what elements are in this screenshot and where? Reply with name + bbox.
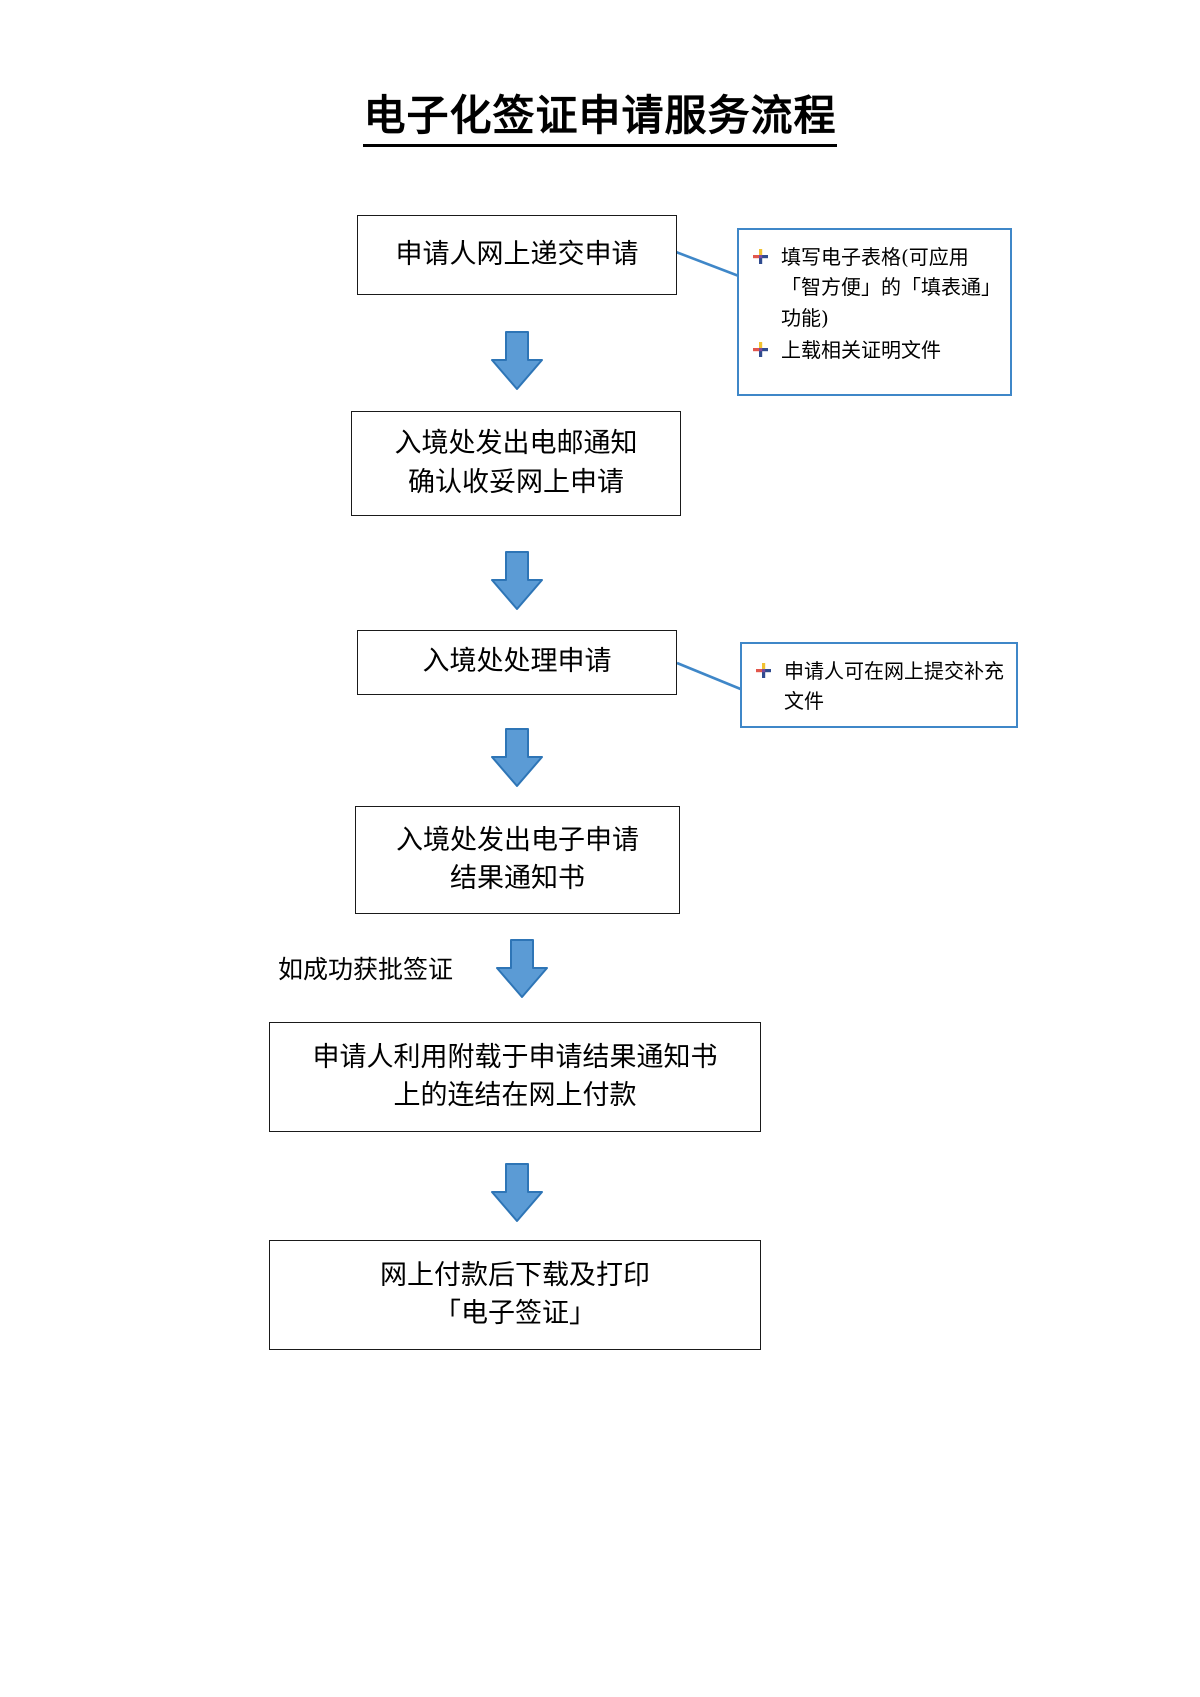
process-box-step-2-line-2: 确认收妥网上申请: [408, 466, 624, 498]
flower-bullet-icon: [753, 249, 768, 264]
flower-bullet-icon: [756, 663, 771, 678]
process-box-step-6-line-1: 网上付款后下载及打印: [380, 1259, 650, 1291]
process-box-step-3: 入境处处理申请: [357, 630, 677, 695]
connector-step1-callout1: [675, 248, 746, 282]
process-box-step-4: 入境处发出电子申请 结果通知书: [355, 806, 680, 914]
process-box-step-6: 网上付款后下载及打印 「电子签证」: [269, 1240, 761, 1350]
callout-2-item-1: 申请人可在网上提交补充文件: [750, 656, 1006, 717]
callout-box-2: 申请人可在网上提交补充文件: [740, 642, 1018, 728]
connector-step3-callout2: [676, 661, 745, 693]
down-block-arrow-icon-4: [494, 938, 550, 1000]
condition-label: 如成功获批签证: [278, 955, 454, 984]
page-title-text: 电子化签证申请服务流程: [363, 91, 837, 148]
callout-1-item-1-text: 填写电子表格(可应用「智方便」的「填表通」功能): [781, 245, 991, 330]
flower-bullet-icon: [753, 342, 768, 358]
process-box-step-5: 申请人利用附载于申请结果通知书 上的连结在网上付款: [269, 1022, 761, 1132]
down-block-arrow-icon-1: [489, 330, 545, 392]
process-box-step-6-line-2: 「电子签证」: [434, 1298, 596, 1329]
process-box-step-5-line-1: 申请人利用附载于申请结果通知书: [312, 1041, 718, 1073]
process-box-step-5-line-2: 上的连结在网上付款: [393, 1080, 637, 1111]
process-box-step-3-line-1: 入境处处理申请: [422, 646, 612, 678]
down-block-arrow-icon-2: [489, 550, 545, 612]
page-title: 电子化签证申请服务流程: [0, 91, 1200, 148]
callout-1-item-2-text: 上载相关证明文件: [781, 338, 941, 363]
callout-box-1: 填写电子表格(可应用「智方便」的「填表通」功能) 上载相关证明文件: [737, 228, 1012, 396]
process-box-step-2-line-1: 入境处发出电邮通知: [394, 428, 638, 460]
callout-2-item-1-text: 申请人可在网上提交补充文件: [784, 659, 1004, 714]
process-box-step-4-line-1: 入境处发出电子申请: [396, 824, 639, 856]
down-block-arrow-icon-3: [489, 727, 545, 789]
callout-1-item-2: 上载相关证明文件: [747, 335, 1000, 365]
process-box-step-2: 入境处发出电邮通知 确认收妥网上申请: [351, 411, 681, 516]
process-box-step-4-line-2: 结果通知书: [450, 863, 585, 894]
process-box-step-1: 申请人网上递交申请: [357, 215, 677, 295]
callout-1-item-1: 填写电子表格(可应用「智方便」的「填表通」功能): [747, 242, 1000, 333]
process-box-step-1-line-1: 申请人网上递交申请: [395, 238, 639, 270]
down-block-arrow-icon-5: [489, 1162, 545, 1224]
